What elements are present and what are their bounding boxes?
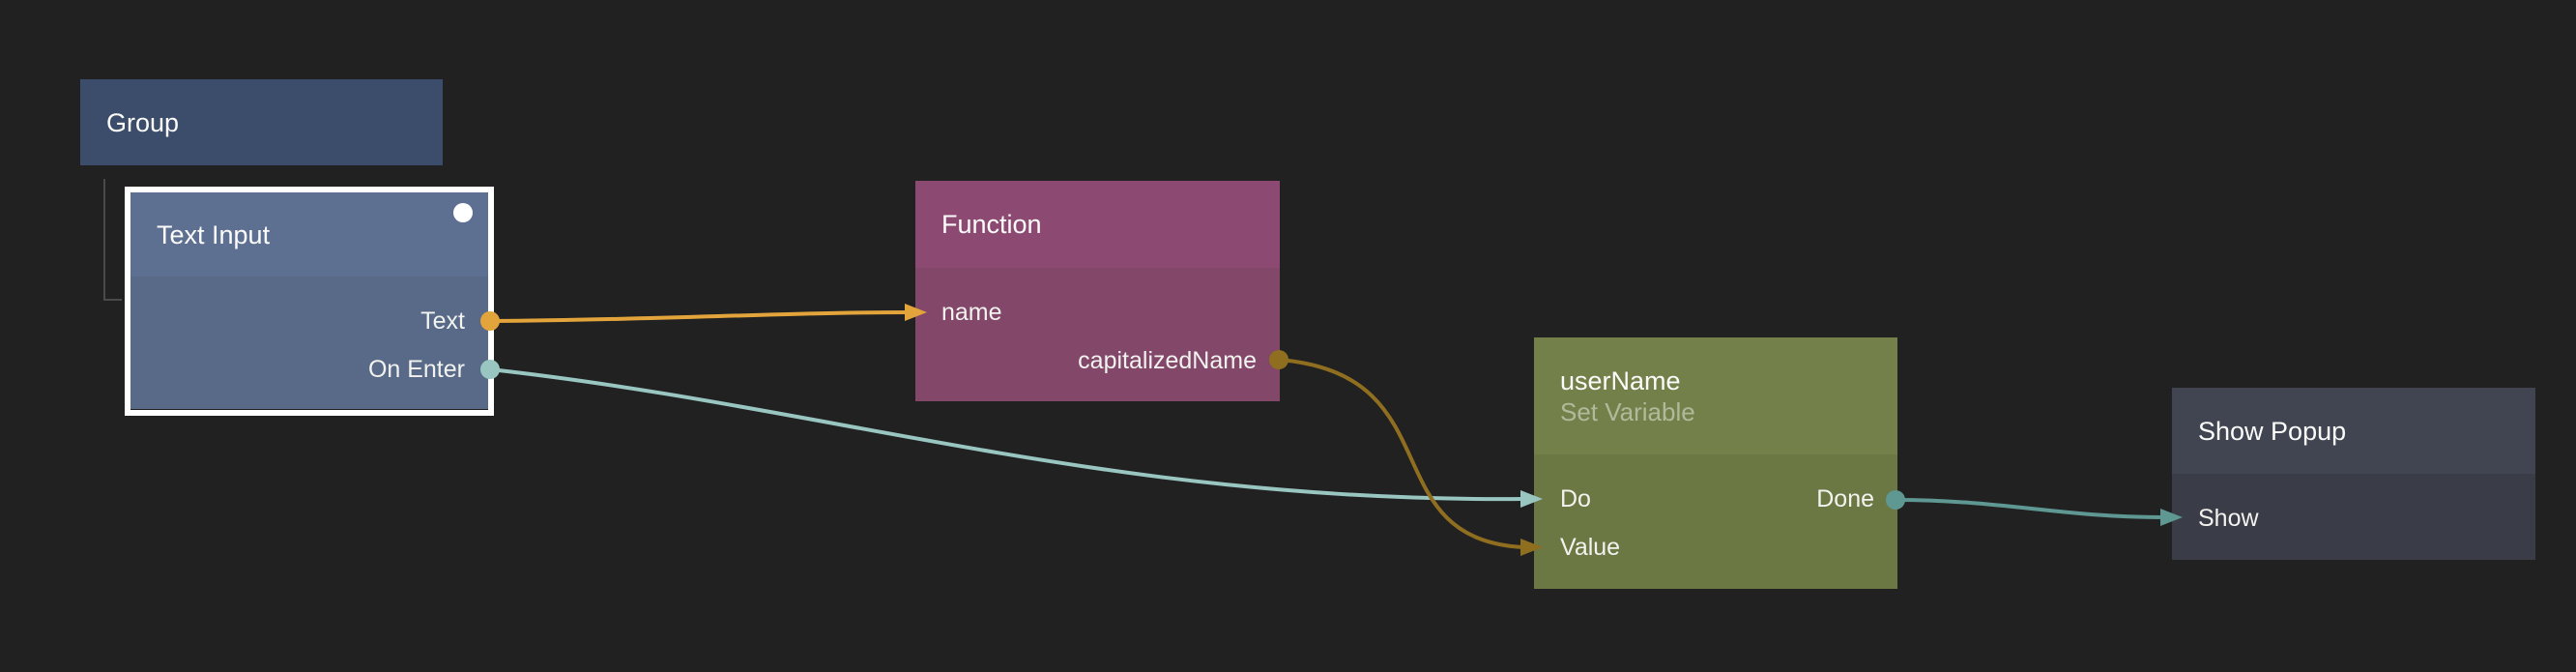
port-row: On Enter xyxy=(130,345,488,394)
port-label-value-input: Value xyxy=(1560,533,1621,561)
node-show-popup-header: Show Popup xyxy=(2172,388,2535,474)
node-set-variable-title: userName xyxy=(1560,365,1681,395)
node-text-input-body: Text On Enter xyxy=(130,277,488,409)
node-function-header: Function xyxy=(915,181,1280,268)
port-row: name xyxy=(915,288,1280,336)
port-label-name-input: name xyxy=(941,298,1002,326)
node-set-variable-username[interactable]: userName Set Variable Do Done Value xyxy=(1534,337,1897,589)
node-text-input-header: Text Input xyxy=(130,192,488,277)
wire-done-to-show[interactable] xyxy=(1894,498,2163,519)
hierarchy-connector-horizontal xyxy=(103,299,122,301)
port-row: capitalizedName xyxy=(915,336,1280,385)
wire-text-to-name[interactable] xyxy=(488,310,912,323)
wire-capitalizedname-to-value[interactable] xyxy=(1277,358,1525,549)
node-show-popup[interactable]: Show Popup Show xyxy=(2172,388,2535,560)
port-label-on-enter-output: On Enter xyxy=(367,355,465,383)
node-group[interactable]: Group xyxy=(80,79,443,165)
node-text-input[interactable]: Text Input Text On Enter xyxy=(125,187,494,416)
connection-indicator-dot xyxy=(453,203,473,222)
node-set-variable-body: Do Done Value xyxy=(1534,454,1897,589)
port-row: Text xyxy=(130,297,488,345)
node-show-popup-title: Show Popup xyxy=(2198,416,2347,446)
node-text-input-title: Text Input xyxy=(157,219,271,249)
node-group-title: Group xyxy=(106,107,180,137)
node-show-popup-body: Show xyxy=(2172,474,2535,560)
port-row: Do Done xyxy=(1534,475,1897,523)
port-row: Show xyxy=(2172,494,2535,542)
node-function-body: name capitalizedName xyxy=(915,268,1280,401)
node-set-variable-header: userName Set Variable xyxy=(1534,337,1897,454)
node-set-variable-subtitle: Set Variable xyxy=(1560,396,1695,426)
port-label-do-input: Do xyxy=(1560,484,1591,512)
port-label-show-input: Show xyxy=(2198,504,2259,532)
port-label-capitalizedname-output: capitalizedName xyxy=(1078,346,1257,374)
port-label-text-output: Text xyxy=(420,307,465,335)
node-group-header: Group xyxy=(80,79,443,165)
hierarchy-connector-vertical xyxy=(103,179,105,301)
port-label-done-output: Done xyxy=(1816,484,1874,512)
node-function-title: Function xyxy=(941,210,1042,239)
node-function[interactable]: Function name capitalizedName xyxy=(915,181,1280,401)
port-row: Value xyxy=(1534,523,1897,571)
